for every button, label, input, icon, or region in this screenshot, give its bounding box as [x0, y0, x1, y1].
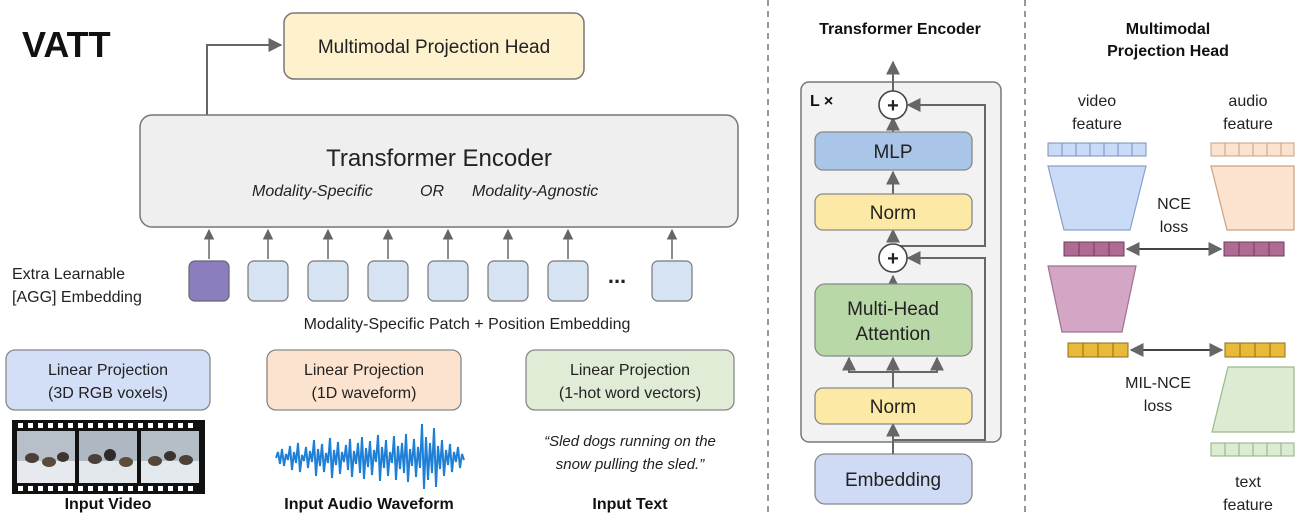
- patch-token: [427, 260, 469, 302]
- audio-projector: [1210, 165, 1295, 231]
- agg-token: [188, 260, 230, 302]
- input-text-label: Input Text: [592, 496, 668, 513]
- text-feature-line1: text: [1235, 474, 1261, 491]
- audio-waveform: [275, 423, 465, 490]
- audio-feature-vector: [1210, 142, 1295, 157]
- plus-label-upper: +: [887, 95, 899, 117]
- embedding-label: Embedding: [845, 470, 941, 491]
- encoder-to-head-arrow: [206, 38, 283, 116]
- audio-feature-line1: audio: [1228, 93, 1267, 110]
- plus-label-lower: +: [887, 248, 899, 270]
- encoder-subtitle-agnostic: Modality-Agnostic: [472, 183, 598, 200]
- token-ellipsis: ...: [608, 263, 626, 288]
- patch-token: [487, 260, 529, 302]
- right-title-line1: Multimodal: [1126, 21, 1210, 38]
- mlp-label: MLP: [873, 142, 912, 163]
- input-text-quote-line1: “Sled dogs running on the: [544, 433, 716, 450]
- audio-projection-box: [266, 349, 462, 411]
- vatt-title: VATT: [22, 24, 111, 65]
- encoder-subtitle-specific: Modality-Specific: [252, 183, 373, 200]
- audio-va-vector: [1223, 241, 1285, 257]
- video-projector: [1047, 165, 1147, 231]
- text-feature-vector: [1210, 442, 1295, 457]
- text-vt-vector: [1224, 342, 1286, 358]
- audio-feature-line2: feature: [1223, 116, 1273, 133]
- encoder-title: Transformer Encoder: [326, 145, 552, 172]
- input-audio-label: Input Audio Waveform: [284, 496, 453, 513]
- video-projection-line2: (3D RGB voxels): [48, 385, 168, 402]
- patch-token: [547, 260, 589, 302]
- text-feature-line2: feature: [1223, 497, 1273, 514]
- video-feature-line1: video: [1078, 93, 1116, 110]
- right-title-line2: Projection Head: [1107, 43, 1229, 60]
- encoder-flow-arrows: [842, 60, 986, 454]
- agg-label-line1: Extra Learnable: [12, 266, 125, 283]
- norm-label-top: Norm: [870, 203, 916, 224]
- residual-add-upper: [878, 90, 908, 120]
- patch-token: [367, 260, 409, 302]
- nce-label-line2: loss: [1160, 219, 1188, 236]
- norm-label-bottom: Norm: [870, 397, 916, 418]
- text-projection-line1: Linear Projection: [570, 362, 690, 379]
- token-arrows: [203, 228, 678, 259]
- va-to-vt-projector: [1047, 265, 1137, 333]
- projection-head-box: [283, 12, 585, 80]
- repeat-label: L ×: [810, 93, 833, 110]
- text-projection-line2: (1-hot word vectors): [559, 385, 701, 402]
- audio-projection-line2: (1D waveform): [312, 385, 417, 402]
- agg-label-line2: [AGG] Embedding: [12, 289, 142, 306]
- video-feature-vector: [1047, 142, 1147, 157]
- text-projection-box: [525, 349, 735, 411]
- middle-title: Transformer Encoder: [819, 21, 981, 38]
- video-va-vector: [1063, 241, 1125, 257]
- patch-embedding-label: Modality-Specific Patch + Position Embed…: [304, 316, 631, 333]
- audio-projection-line1: Linear Projection: [304, 362, 424, 379]
- video-vt-vector: [1067, 342, 1129, 358]
- norm-box-bottom: [814, 387, 973, 425]
- patch-tokens: [247, 260, 693, 302]
- attention-box: [814, 283, 973, 357]
- patch-token: [307, 260, 349, 302]
- input-text-quote-line2: snow pulling the sled.”: [556, 456, 705, 473]
- video-film-strip: [12, 420, 205, 494]
- input-video-label: Input Video: [65, 496, 152, 513]
- video-projection-box: [5, 349, 211, 411]
- video-projection-line1: Linear Projection: [48, 362, 168, 379]
- mlp-box: [814, 131, 973, 171]
- patch-token: [651, 260, 693, 302]
- video-feature-line2: feature: [1072, 116, 1122, 133]
- milnce-label-line2: loss: [1144, 398, 1172, 415]
- residual-add-lower: [878, 243, 908, 273]
- text-projector: [1211, 366, 1295, 433]
- milnce-label-line1: MIL-NCE: [1125, 375, 1191, 392]
- attention-label-line2: Attention: [856, 324, 931, 345]
- transformer-encoder-box: [139, 114, 739, 228]
- norm-box-top: [814, 193, 973, 231]
- attention-label-line1: Multi-Head: [847, 299, 939, 320]
- projection-head-label: Multimodal Projection Head: [318, 37, 550, 58]
- nce-label-line1: NCE: [1157, 196, 1191, 213]
- patch-token: [247, 260, 289, 302]
- encoder-subtitle-or: OR: [420, 183, 444, 200]
